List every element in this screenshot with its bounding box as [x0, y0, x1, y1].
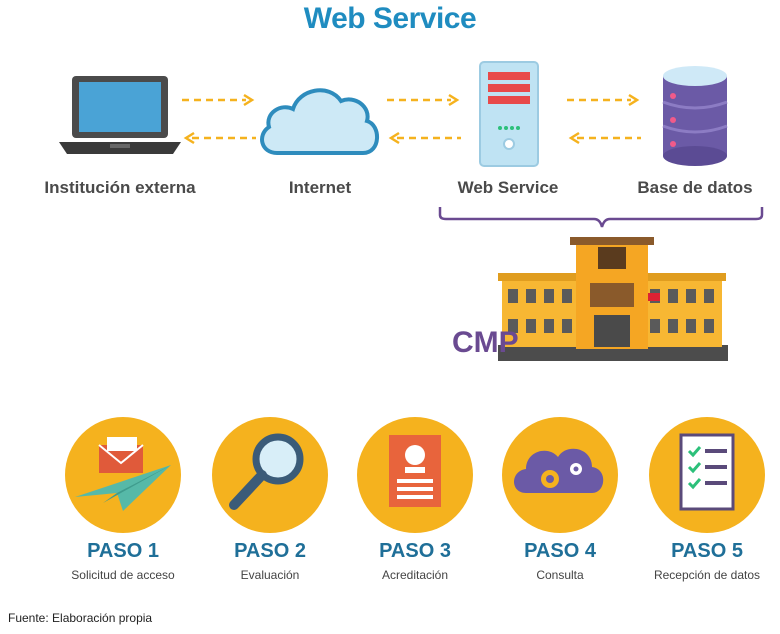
node-label-institucion: Institución externa — [44, 178, 196, 197]
step-1-subtitle: Solicitud de acceso — [71, 568, 175, 582]
building-icon — [498, 237, 728, 361]
source-footer: Fuente: Elaboración propia — [8, 611, 153, 625]
step-4-subtitle: Consulta — [536, 568, 584, 582]
step-5-subtitle: Recepción de datos — [653, 568, 761, 582]
step-4-title: PASO 4 — [524, 540, 596, 562]
laptop-icon — [59, 76, 181, 154]
arrow-left-2 — [388, 131, 461, 145]
arrow-right-2 — [387, 93, 460, 107]
step-2-circle — [212, 417, 328, 533]
step-5-circle — [649, 417, 765, 533]
cmp-label: CMP — [452, 326, 519, 359]
step-2-title: PASO 2 — [234, 540, 306, 562]
step-4-circle — [502, 417, 618, 533]
node-label-internet: Internet — [288, 178, 352, 197]
bracket — [438, 207, 764, 228]
node-label-web-service: Web Service — [457, 178, 559, 197]
paper-plane-icon — [75, 465, 171, 511]
step-2-subtitle: Evaluación — [240, 568, 300, 582]
page-title: Web Service — [303, 2, 477, 35]
step-3-subtitle: Acreditación — [381, 568, 449, 582]
step-1-circle — [65, 417, 181, 533]
step-1-title: PASO 1 — [87, 540, 159, 562]
node-label-base-datos: Base de datos — [637, 178, 753, 197]
magnifier-icon — [252, 433, 304, 485]
step-3-title: PASO 3 — [379, 540, 451, 562]
database-icon — [662, 66, 728, 166]
server-icon — [479, 61, 539, 167]
arrow-right-3 — [567, 93, 640, 107]
cloud-gear-icon — [514, 448, 604, 493]
arrow-left-1 — [183, 131, 256, 145]
checklist-icon — [679, 433, 735, 511]
arrow-left-3 — [568, 131, 641, 145]
cloud-icon — [260, 88, 379, 155]
arrow-right-1 — [182, 93, 255, 107]
step-3-circle — [357, 417, 473, 533]
step-5-title: PASO 5 — [671, 540, 743, 562]
